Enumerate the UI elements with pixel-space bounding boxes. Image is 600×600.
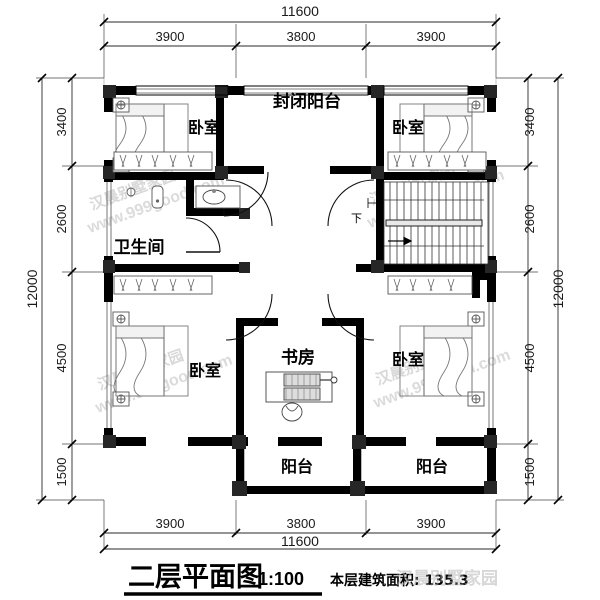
room-label-bedroom-bottom-right: 卧室 [392, 350, 424, 369]
dim-right-seg-3: 4500 [522, 344, 537, 373]
interior-walls [104, 86, 496, 438]
dim-right-seg-4: 1500 [522, 458, 537, 487]
room-label-balcony-left: 阳台 [281, 457, 313, 476]
wardrobe-top-right [387, 151, 487, 171]
dim-left-seg-4: 1500 [54, 458, 69, 487]
room-label-study: 书房 [281, 347, 315, 368]
bed-bottom-right [399, 311, 485, 407]
sink-icon [195, 185, 241, 209]
dim-bottom-seg-3: 3900 [417, 516, 446, 531]
room-label-bedroom-top-right: 卧室 [392, 118, 424, 137]
dim-top-seg-2: 3800 [287, 29, 316, 44]
stair-direction-label: 下 [351, 212, 362, 225]
wardrobe-bottom-left [113, 275, 213, 295]
room-labels: 卧室 封闭阳台 卧室 卫生间 卧室 书房 卧室 阳台 阳台 下 [114, 91, 449, 476]
wardrobe-top-left [113, 151, 213, 171]
dim-left-seg-1: 3400 [54, 108, 69, 137]
dim-right-seg-2: 2600 [522, 205, 537, 234]
dim-bottom-seg-2: 3800 [287, 516, 316, 531]
dim-bottom-overall: 11600 [281, 533, 319, 549]
stair-direction-arrow [388, 236, 413, 246]
room-label-balcony-right: 阳台 [416, 457, 448, 476]
dim-left-seg-2: 2600 [54, 205, 69, 234]
dim-top-seg-1: 3900 [156, 29, 185, 44]
furniture-layer [112, 97, 487, 422]
dim-right-overall: 12000 [550, 269, 566, 308]
room-label-bedroom-top-left: 卧室 [188, 118, 220, 137]
door-jambs [135, 85, 469, 96]
room-label-bedroom-bottom-left: 卧室 [189, 361, 221, 380]
bed-bottom-left [112, 311, 189, 407]
watermark-title-overlay: 汉晨别墅家园 [396, 568, 498, 589]
dim-bottom-seg-1: 3900 [156, 516, 185, 531]
dimension-lines [36, 14, 564, 554]
desk-study [265, 371, 338, 422]
bathroom-fixtures [126, 185, 241, 209]
watermark-brand-text: 汉晨别墅家园 [396, 568, 498, 589]
wall-layer [103, 85, 497, 496]
title-block: 二层平面图 1:100 本层建筑面积: 135.3 [124, 562, 469, 596]
dim-left-overall: 12000 [24, 269, 40, 308]
dim-top-seg-3: 3900 [417, 29, 446, 44]
floor-area-label: 本层建筑面积: 135.3 [330, 572, 469, 589]
dimension-labels: 11600 3900 3800 3900 3900 3800 3900 1160… [24, 3, 566, 549]
page-title: 二层平面图 [128, 562, 263, 593]
dim-right-seg-1: 3400 [522, 108, 537, 137]
drawing-scale: 1:100 [258, 569, 304, 589]
door-swings [185, 171, 375, 341]
room-label-enclosed-balcony: 封闭阳台 [273, 91, 341, 112]
dim-top-overall: 11600 [281, 3, 319, 19]
balcony-walls [236, 446, 496, 494]
room-label-bathroom: 卫生间 [114, 237, 165, 258]
wardrobe-bottom-right [387, 275, 473, 295]
dim-left-seg-3: 4500 [54, 344, 69, 373]
staircase [367, 181, 489, 265]
